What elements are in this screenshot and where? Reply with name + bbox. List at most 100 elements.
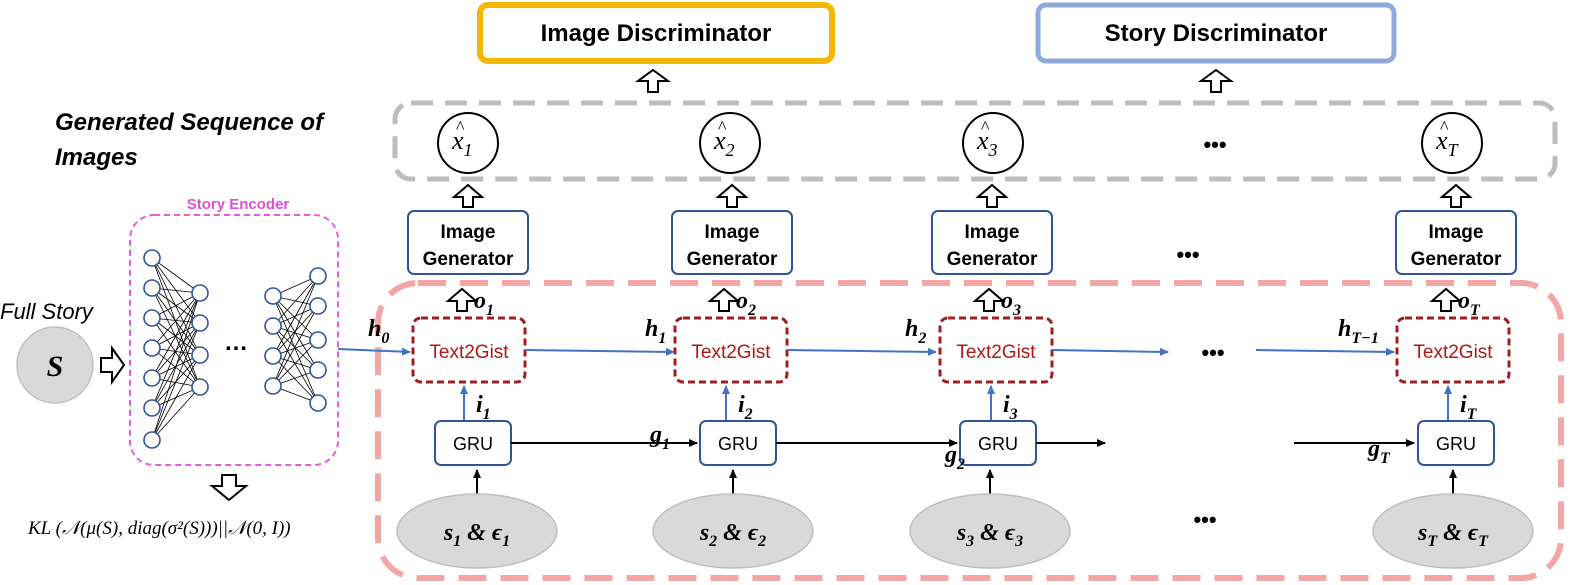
text2gist-label: Text2Gist — [691, 342, 771, 363]
g-label-sym: g — [944, 442, 957, 468]
input-s-sub: 2 — [708, 533, 717, 550]
output-image-circle — [1421, 112, 1483, 174]
neuron — [143, 339, 161, 357]
full-story-node — [16, 326, 94, 404]
text2gist-label: Text2Gist — [429, 342, 509, 363]
hidden-state-arrow — [786, 347, 937, 356]
text2gist-ellipsis: ••• — [1201, 340, 1224, 365]
nn-edge — [151, 292, 201, 409]
nn-edge — [272, 275, 319, 357]
generated-sequence-region — [392, 100, 1558, 182]
h-label: h1 — [645, 316, 666, 347]
nn-edge — [272, 355, 319, 404]
h-label: h0 — [368, 316, 389, 347]
h-label-sym: h — [368, 316, 381, 342]
input-label: sT & ϵT — [1417, 520, 1489, 550]
text2gist-label: Text2Gist — [1413, 342, 1493, 363]
up-arrow-generator-output — [715, 183, 749, 208]
input-e: ϵ — [1005, 520, 1016, 546]
g-label-sym: g — [649, 422, 662, 448]
up-arrow-text2gist-output — [972, 287, 1006, 312]
g-label-sym: g — [1367, 436, 1380, 462]
i-label-sym: i — [476, 392, 483, 418]
input-e-sub: 1 — [502, 533, 510, 550]
neuron — [143, 309, 161, 327]
input-e: ϵ — [492, 520, 503, 546]
neuron — [309, 361, 327, 379]
output-image-label: x2 — [713, 126, 735, 160]
nn-edge — [272, 339, 319, 387]
neuron — [309, 331, 327, 349]
input-s-sub: 3 — [965, 533, 974, 550]
hidden-state-arrow — [524, 347, 675, 356]
nn-edge — [151, 292, 201, 441]
h-label: h2 — [905, 316, 926, 347]
right-arrow-to-encoder — [100, 344, 126, 386]
up-arrow-image-disc — [634, 68, 672, 93]
neuron — [309, 267, 327, 285]
image-generator-label-line1: Image — [441, 222, 496, 243]
input-s: s — [956, 520, 966, 546]
i-label: i2 — [738, 392, 753, 423]
up-arrow-text2gist-output — [707, 287, 741, 312]
output-image-label: x3 — [976, 126, 998, 160]
neuron — [143, 399, 161, 417]
encoder-to-text2gist-arrow — [337, 347, 411, 356]
gru-label: GRU — [978, 434, 1018, 454]
input-s: s — [443, 520, 453, 546]
neuron — [191, 346, 209, 364]
h-label-sub: T−1 — [1351, 330, 1378, 347]
down-arrow-to-kl — [209, 474, 249, 502]
image-generator-label-line2: Generator — [1411, 249, 1502, 270]
hat-icon: ^ — [456, 117, 465, 137]
generated-sequence-label: Generated Sequence of Images — [55, 109, 330, 171]
input-e-sub: 2 — [757, 533, 766, 550]
input-joiner: & — [461, 520, 492, 546]
text2gist-box — [1395, 316, 1511, 384]
i-label: iT — [1460, 392, 1478, 423]
nn-edge — [151, 322, 201, 441]
kl-formula: KL (𝒩(μ(S), diag(σ²(S)))||𝒩(0, I)) — [27, 518, 291, 539]
h-label-sub: 2 — [917, 330, 926, 347]
h-label-sym: h — [645, 316, 658, 342]
neuron — [143, 249, 161, 267]
output-ellipsis: ••• — [1203, 132, 1226, 157]
h-label-sub: 1 — [658, 330, 666, 347]
neuron — [143, 279, 161, 297]
input-label: s2 & ϵ2 — [699, 520, 766, 550]
image-discriminator-label: Image Discriminator — [541, 20, 772, 47]
o-label-sub: 3 — [1012, 302, 1021, 319]
gru-label: GRU — [1436, 434, 1476, 454]
nn-edge — [151, 292, 201, 349]
g-label: g2 — [944, 442, 965, 473]
input-label: s3 & ϵ3 — [956, 520, 1023, 550]
output-image-label-sub: 2 — [726, 140, 735, 160]
input-s: s — [1417, 520, 1427, 546]
g-label-sub: 1 — [662, 436, 670, 453]
input-joiner: & — [974, 520, 1005, 546]
up-arrow-generator-output — [1439, 183, 1473, 208]
output-image-label-sym: x — [976, 126, 989, 155]
image-generator-label-line1: Image — [705, 222, 760, 243]
nn-edge — [151, 257, 201, 294]
nn-edge — [272, 305, 319, 387]
hidden-state-arrow — [1255, 347, 1395, 356]
neuron — [191, 378, 209, 396]
input-e-sub: T — [1478, 533, 1489, 550]
input-s: s — [699, 520, 709, 546]
o-label-sub: 2 — [747, 302, 756, 319]
hat-icon: ^ — [981, 117, 990, 137]
i-label-sub: 1 — [483, 406, 491, 423]
o-label-sym: o — [474, 288, 486, 314]
neural-network — [143, 249, 327, 449]
neuron — [191, 314, 209, 332]
neuron — [143, 369, 161, 387]
up-arrow-generator-output — [451, 183, 485, 208]
o-label-sym: o — [1458, 288, 1470, 314]
neuron — [264, 287, 282, 305]
output-image-circle — [437, 112, 499, 174]
g-label: gT — [1367, 436, 1391, 467]
neuron — [309, 394, 327, 412]
gru-label: GRU — [453, 434, 493, 454]
